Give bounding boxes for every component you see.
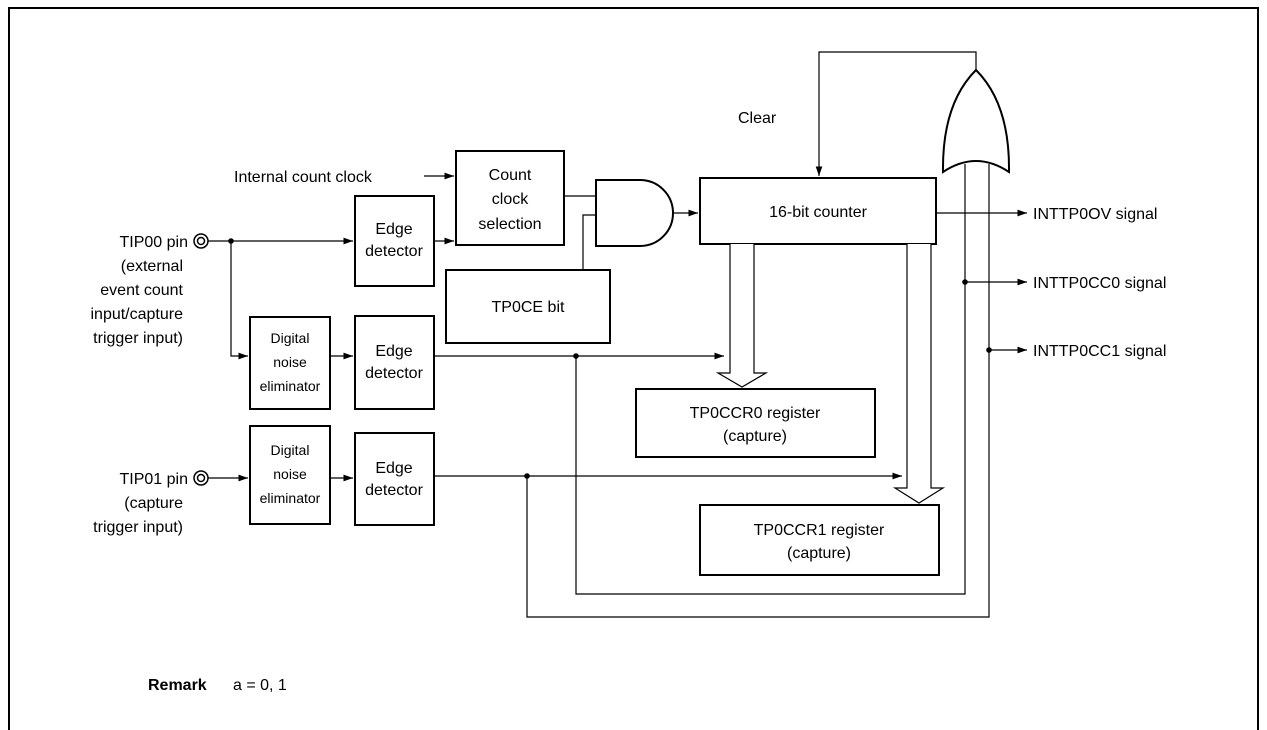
tp0ccr0-label-1: TP0CCR0 register (690, 405, 821, 422)
bus-arrow-to-tp0ccr0 (715, 244, 769, 388)
tip00-pin-icon (193, 233, 209, 249)
internal-count-clock-label: Internal count clock (234, 169, 373, 186)
tip00-label-4: input/capture (90, 306, 183, 323)
noise-eliminator-2-label-3: eliminator (260, 490, 321, 506)
inttp0cc1-label: INTTP0CC1 signal (1033, 343, 1166, 360)
noise-eliminator-2-label-1: Digital (271, 442, 310, 458)
inttp0cc0-label: INTTP0CC0 signal (1033, 275, 1166, 292)
count-clock-selection-block (455, 150, 565, 246)
counter-label: 16-bit counter (769, 204, 868, 221)
edge-detector-block-3 (354, 432, 435, 526)
remark-text: a = 0, 1 (233, 677, 287, 694)
tip00-label-1: TIP00 pin (120, 234, 188, 251)
edge-detector-1-label-2: detector (365, 243, 423, 260)
tip01-label-1: TIP01 pin (120, 471, 188, 488)
noise-eliminator-1-label-1: Digital (271, 330, 310, 346)
or-gate (941, 68, 1011, 174)
tip01-label-2: (capture (124, 495, 183, 512)
inttp0ov-label: INTTP0OV signal (1033, 206, 1157, 223)
tip00-label-5: trigger input) (93, 330, 183, 347)
edge-detector-block-2 (354, 315, 435, 410)
tp0ce-bit-block (445, 269, 611, 344)
tip00-label-2: (external (121, 258, 183, 275)
edge-detector-3-label-1: Edge (375, 460, 412, 477)
tip01-pin-icon (193, 470, 209, 486)
tip01-label-3: trigger input) (93, 519, 183, 536)
noise-eliminator-2-label-2: noise (273, 466, 307, 482)
edge-detector-2-label-2: detector (365, 365, 423, 382)
tp0ccr0-register-block (635, 388, 876, 458)
remark-label: Remark (148, 677, 207, 694)
count-clock-selection-label-1: Count (489, 167, 532, 184)
edge-detector-1-label-1: Edge (375, 221, 412, 238)
tp0ccr1-register-block (699, 504, 940, 576)
sixteen-bit-counter-block (699, 177, 937, 245)
noise-eliminator-1-label-2: noise (273, 354, 307, 370)
figure-frame (8, 7, 1259, 730)
clear-label: Clear (738, 110, 777, 127)
count-clock-selection-label-2: clock (492, 191, 529, 208)
bus-arrow-to-tp0ccr1 (892, 244, 946, 504)
tp0ccr0-label-2: (capture) (723, 428, 787, 445)
digital-noise-eliminator-block-1 (249, 316, 331, 410)
edge-detector-2-label-1: Edge (375, 343, 412, 360)
tp0ce-bit-label: TP0CE bit (492, 299, 565, 316)
junction-dots (228, 238, 992, 479)
count-clock-selection-label-3: selection (478, 216, 541, 233)
edge-detector-block-1 (354, 195, 435, 287)
tp0ccr1-label-1: TP0CCR1 register (754, 522, 885, 539)
tp0ccr1-label-2: (capture) (787, 545, 851, 562)
noise-eliminator-1-label-3: eliminator (260, 378, 321, 394)
tip00-label-3: event count (100, 282, 183, 299)
edge-detector-3-label-2: detector (365, 482, 423, 499)
and-gate (595, 179, 674, 247)
digital-noise-eliminator-block-2 (249, 425, 331, 525)
